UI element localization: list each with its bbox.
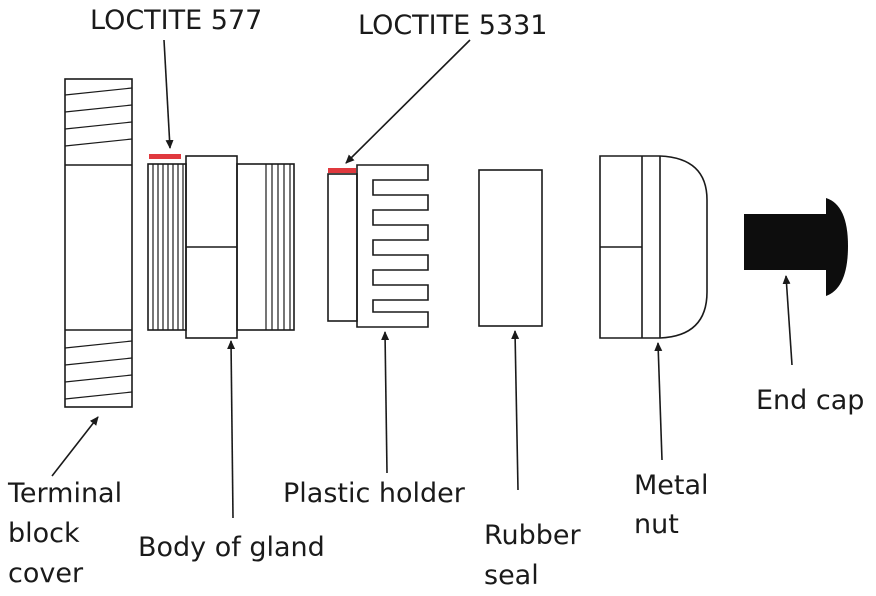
loctite-577-label: LOCTITE 577 — [90, 5, 262, 36]
metal-nut — [599, 155, 708, 339]
arrow-terminal-block-cover — [51, 416, 99, 477]
plastic-holder-label: Plastic holder — [283, 478, 466, 509]
terminal-block-cover-label: Terminal block cover — [7, 478, 131, 589]
terminal-label-line-3: cover — [8, 558, 84, 589]
rubber-seal-label: Rubber seal — [484, 520, 589, 591]
arrow-end-cap — [782, 275, 793, 366]
arrow-plastic-holder — [381, 331, 390, 474]
end-cap — [744, 198, 848, 296]
leader-lines — [51, 39, 793, 519]
arrow-metal-nut — [654, 342, 663, 461]
metal-nut-label: Metal nut — [634, 470, 717, 540]
terminal-label-line-2: block — [8, 518, 80, 549]
end-cap-label: End cap — [756, 385, 864, 416]
arrow-rubber-seal — [511, 330, 520, 491]
plastic-holder — [327, 164, 429, 328]
metal-label-line-2: nut — [634, 509, 679, 540]
rubber-seal — [478, 169, 543, 327]
body-of-gland-label: Body of gland — [138, 532, 325, 563]
metal-label-line-1: Metal — [634, 470, 709, 501]
body-of-gland — [147, 155, 295, 339]
terminal-label-line-1: Terminal — [7, 478, 122, 509]
loctite-577-mark — [149, 154, 181, 159]
arrow-loctite-5331 — [345, 39, 471, 164]
loctite-5331-label: LOCTITE 5331 — [358, 10, 548, 41]
arrow-loctite-577 — [163, 39, 174, 149]
rubber-label-line-1: Rubber — [484, 520, 582, 551]
arrow-body-of-gland — [227, 340, 236, 519]
rubber-label-line-2: seal — [484, 560, 539, 591]
loctite-5331-mark — [328, 168, 356, 173]
terminal-block-cover — [64, 78, 133, 408]
